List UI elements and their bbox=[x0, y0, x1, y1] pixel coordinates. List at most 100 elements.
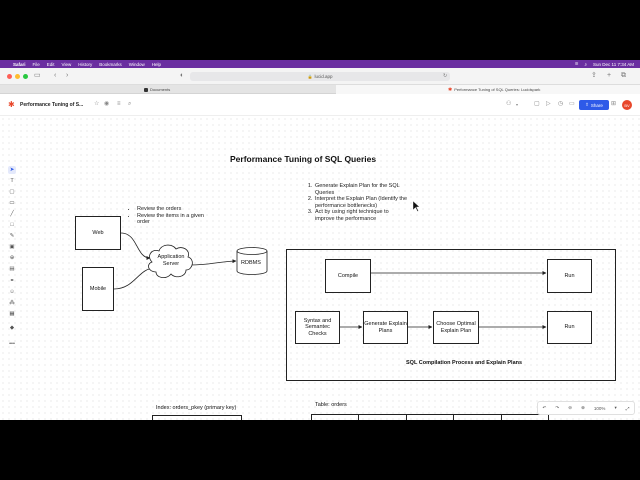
pen-tool-icon[interactable]: ✎ bbox=[9, 233, 15, 239]
rdbms-label[interactable]: RDBMS bbox=[241, 260, 261, 266]
search-icon[interactable]: ⌕ bbox=[584, 61, 588, 67]
share-page-icon[interactable]: ⇪ bbox=[591, 72, 597, 79]
browser-toolbar: ▭ ‹ › ◐ 🔒 lucid.app ↻ ⇪ + ⧉ bbox=[0, 68, 640, 85]
apps-icon[interactable]: ⊞ bbox=[611, 101, 617, 107]
privacy-shield-icon[interactable]: ◐ bbox=[180, 72, 185, 79]
chevron-down-icon[interactable]: ▾ bbox=[614, 405, 617, 410]
menu-history[interactable]: History bbox=[78, 61, 93, 67]
zoom-window-button[interactable] bbox=[23, 74, 28, 79]
orders-table[interactable] bbox=[311, 414, 549, 420]
frame-icon[interactable]: ▭ bbox=[9, 200, 15, 206]
menu-window[interactable]: Window bbox=[128, 61, 145, 67]
web-node[interactable]: Web bbox=[75, 216, 121, 250]
choose-plan-label: Choose Optimal Explain Plan bbox=[436, 321, 476, 334]
emoji-icon[interactable]: ☺ bbox=[9, 289, 15, 295]
process-caption[interactable]: SQL Compilation Process and Explain Plan… bbox=[406, 360, 523, 366]
table-icon[interactable]: ▤ bbox=[9, 266, 15, 272]
index-label[interactable]: Index: orders_pkey (primary key) bbox=[156, 405, 237, 411]
integrations-icon[interactable]: ◆ bbox=[9, 325, 15, 331]
sticky-note-icon[interactable]: ▢ bbox=[9, 189, 15, 195]
new-tab-icon[interactable]: + bbox=[607, 72, 612, 79]
redo-icon[interactable]: ↷ bbox=[555, 405, 560, 410]
zoom-level[interactable]: 100% bbox=[593, 405, 606, 411]
zoom-out-icon[interactable]: ⊖ bbox=[568, 405, 572, 410]
share-label: Share bbox=[590, 102, 603, 108]
close-window-button[interactable] bbox=[7, 74, 12, 79]
template-icon[interactable]: ⊕ bbox=[9, 255, 15, 261]
link-icon[interactable]: ⚭ bbox=[9, 278, 15, 284]
syntax-checks-node[interactable]: Syntax and Semantec Checks bbox=[295, 311, 340, 344]
search-icon[interactable]: ⌕ bbox=[128, 101, 132, 107]
compile-label: Compile bbox=[337, 272, 359, 279]
generate-plans-node[interactable]: Generate Explain Plans bbox=[363, 311, 408, 344]
sidebar-icon[interactable]: ▭ bbox=[34, 72, 41, 79]
tab-performance-tuning[interactable]: ✱ Performance Tuning of SQL Queries: Luc… bbox=[336, 85, 640, 94]
text-tool-icon[interactable]: T bbox=[10, 178, 14, 184]
back-icon[interactable]: ‹ bbox=[54, 72, 57, 79]
macos-menu-bar: Safari File Edit View History Bookmarks … bbox=[0, 60, 640, 68]
bullet-item: Review the orders bbox=[137, 206, 211, 213]
wifi-icon[interactable]: ≋ bbox=[574, 61, 579, 66]
timer-icon[interactable]: ◷ bbox=[558, 101, 564, 107]
minimize-window-button[interactable] bbox=[15, 74, 20, 79]
select-tool-icon[interactable]: ➤ bbox=[8, 166, 16, 174]
menu-edit[interactable]: Edit bbox=[46, 61, 55, 67]
tab-overview-icon[interactable]: ⧉ bbox=[621, 72, 626, 79]
run-node-top[interactable]: Run bbox=[547, 259, 592, 293]
compilation-process-container[interactable] bbox=[286, 249, 616, 381]
application-server-label[interactable]: Application Server bbox=[157, 254, 185, 267]
shape-tool-icon[interactable]: □ bbox=[10, 222, 14, 228]
present-icon[interactable]: ▷ bbox=[546, 101, 551, 107]
menu-app-name[interactable]: Safari bbox=[13, 61, 26, 67]
undo-icon[interactable]: ↶ bbox=[542, 405, 547, 410]
forward-icon[interactable]: › bbox=[66, 72, 69, 79]
share-button[interactable]: ⇧ Share bbox=[579, 100, 609, 110]
document-title[interactable]: Performance Tuning of S... bbox=[20, 102, 84, 108]
run-label: Run bbox=[564, 272, 575, 279]
more-icon[interactable]: ••• bbox=[9, 341, 15, 347]
compile-node[interactable]: Compile bbox=[325, 259, 371, 293]
comment-icon[interactable]: ▢ bbox=[534, 101, 540, 107]
tab-label: Documents bbox=[150, 87, 171, 92]
choose-plan-node[interactable]: Choose Optimal Explain Plan bbox=[433, 311, 479, 344]
chevron-down-icon[interactable]: ▾ bbox=[516, 102, 519, 107]
mobile-node-label: Mobile bbox=[89, 285, 107, 292]
table-label[interactable]: Table: orders bbox=[315, 402, 347, 408]
fullscreen-icon[interactable]: ⤢ bbox=[625, 405, 630, 411]
menu-status-area: ≋ ⌕ Sun Dec 11 7:34 AM bbox=[575, 61, 634, 67]
video-icon[interactable]: ▭ bbox=[569, 101, 575, 107]
tuning-steps-list[interactable]: Generate Explain Plan for the SQL Querie… bbox=[306, 183, 408, 222]
diagram-icon[interactable]: ⁂ bbox=[9, 300, 15, 306]
run-node-bottom[interactable]: Run bbox=[547, 311, 592, 344]
review-bullets[interactable]: Review the orders Review the items in a … bbox=[131, 206, 211, 226]
address-bar[interactable]: 🔒 lucid.app bbox=[190, 72, 450, 81]
tab-label: Performance Tuning of SQL Queries: Lucid… bbox=[454, 87, 541, 92]
bullet-item: Review the items in a given order bbox=[137, 213, 211, 226]
mobile-node[interactable]: Mobile bbox=[82, 267, 114, 311]
line-tool-icon[interactable]: ╱ bbox=[10, 211, 14, 217]
avatar[interactable]: BV bbox=[622, 100, 632, 110]
lucidspark-logo-icon[interactable]: ✱ bbox=[8, 100, 15, 109]
menu-help[interactable]: Help bbox=[151, 61, 162, 67]
board-icon[interactable]: ▦ bbox=[9, 311, 15, 317]
menu-file[interactable]: File bbox=[32, 61, 40, 67]
step-item: Interpret the Explain Plan (Identify the… bbox=[314, 196, 408, 209]
menu-bookmarks[interactable]: Bookmarks bbox=[99, 61, 122, 67]
zoom-in-icon[interactable]: ⊕ bbox=[581, 405, 585, 410]
share-icon: ⇧ bbox=[585, 102, 589, 107]
step-item: Act by using right technique to improve … bbox=[314, 209, 408, 222]
menu-view[interactable]: View bbox=[61, 61, 72, 67]
index-table[interactable] bbox=[152, 415, 242, 420]
tab-documents[interactable]: Documents bbox=[0, 85, 336, 94]
window-controls bbox=[7, 74, 28, 79]
visibility-icon[interactable]: ◉ bbox=[104, 101, 110, 107]
zoom-controls: ↶ ↷ ⊖ ⊕ 100% ▾ ⤢ bbox=[537, 401, 635, 415]
web-node-label: Web bbox=[92, 229, 104, 236]
clock[interactable]: Sun Dec 11 7:34 AM bbox=[593, 61, 634, 67]
menu-icon[interactable]: ≡ bbox=[117, 101, 121, 107]
star-icon[interactable]: ☆ bbox=[94, 101, 100, 107]
image-tool-icon[interactable]: ▣ bbox=[9, 244, 15, 250]
reload-icon[interactable]: ↻ bbox=[443, 73, 448, 79]
diagram-title[interactable]: Performance Tuning of SQL Queries bbox=[230, 154, 377, 164]
collaboration-icon[interactable]: ⚇ bbox=[506, 101, 512, 107]
